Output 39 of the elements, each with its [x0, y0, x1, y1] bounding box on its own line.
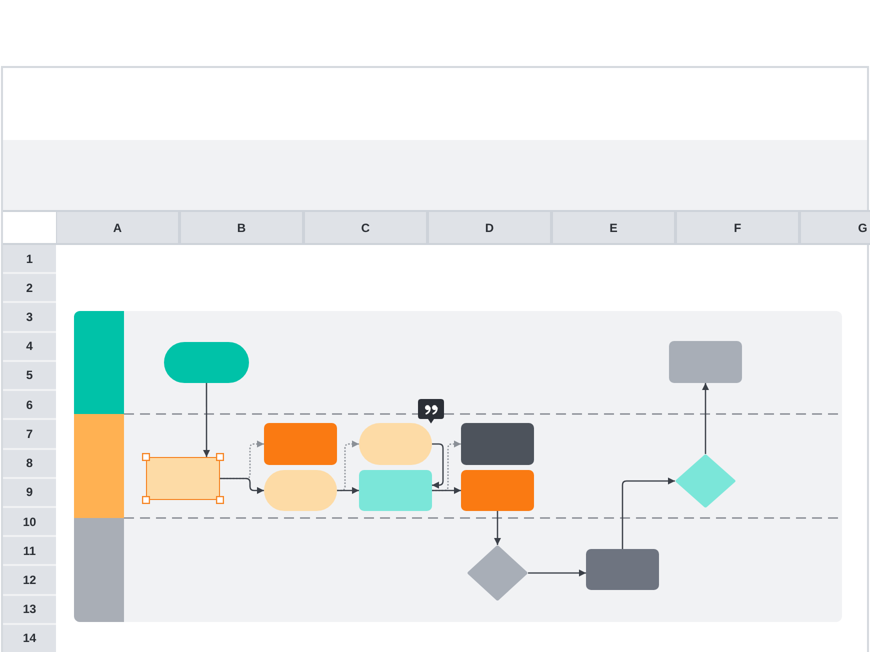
row-header: 13	[3, 596, 56, 623]
row-header: 2	[3, 274, 56, 302]
decision-diamond	[675, 454, 736, 508]
arrow	[622, 478, 675, 549]
row-header: 4	[3, 332, 56, 360]
column-header: G	[801, 212, 870, 243]
arrow	[702, 383, 709, 454]
arrow	[220, 478, 264, 494]
arrow	[432, 443, 444, 489]
arrow	[337, 487, 359, 494]
row-header: 11	[3, 537, 56, 564]
row-header: 9	[3, 478, 56, 506]
row-header: 1	[3, 245, 56, 272]
process-box	[359, 470, 432, 511]
process-box	[461, 470, 534, 511]
row-header: 6	[3, 391, 56, 418]
process-box	[669, 341, 742, 383]
row-header: 8	[3, 450, 56, 477]
process-box	[264, 423, 337, 465]
row-header: 5	[3, 362, 56, 390]
arrow	[528, 569, 586, 576]
arrow	[432, 487, 461, 494]
decision-diamond	[467, 545, 528, 601]
column-header: F	[677, 212, 798, 243]
process-box	[461, 423, 534, 465]
arrow	[203, 383, 210, 457]
row-header: 14	[3, 624, 56, 652]
row-header: 7	[3, 420, 56, 448]
row-header: 10	[3, 508, 56, 536]
column-header: D	[429, 212, 550, 243]
row-header: 3	[3, 303, 56, 331]
row-header: 12	[3, 566, 56, 594]
arrow	[494, 511, 501, 545]
column-header: E	[553, 212, 674, 243]
process-box	[586, 549, 659, 590]
column-header: C	[305, 212, 426, 243]
pill-shape	[164, 342, 249, 383]
column-header: B	[181, 212, 302, 243]
column-header: A	[57, 212, 178, 243]
